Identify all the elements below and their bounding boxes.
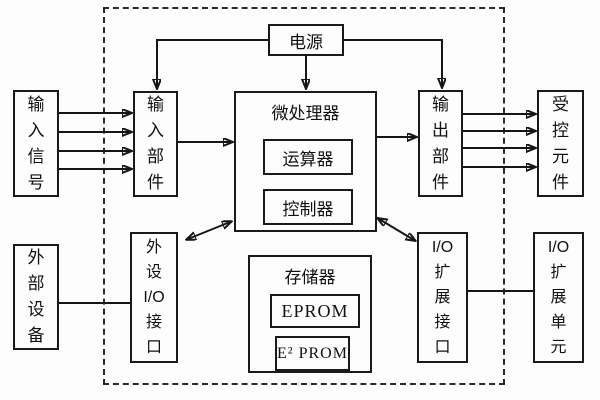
microprocessor-block: 微处理器 运算器 控制器 (234, 91, 377, 232)
power-feed-lines (157, 39, 442, 87)
memory-block: 存储器 EPROM E² PROM (248, 255, 372, 373)
controller-label: 控制器 (282, 199, 334, 219)
input-signal-arrows (59, 113, 130, 169)
memory-label: 存储器 (284, 268, 336, 287)
external-device-label: 外 部 设 备 (27, 248, 45, 345)
peripheral-io-interface-label: 外 设 I/O 接 口 (143, 239, 165, 356)
alu-block: 运算器 (263, 139, 353, 175)
e2prom-block: E² PROM (275, 336, 350, 371)
system-boundary-dashed-box (103, 7, 505, 385)
external-device-block: 外 部 设 备 (13, 244, 59, 350)
alu-label: 运算器 (282, 149, 334, 169)
io-expansion-unit-label: I/O 扩 展 单 元 (547, 239, 570, 356)
controlled-element-label: 受 控 元 件 (552, 94, 569, 192)
input-signal-block: 输 入 信 号 (13, 90, 59, 197)
controller-block: 控制器 (263, 189, 353, 225)
e2prom-label: E² PROM (277, 344, 348, 362)
io-expansion-interface-block: I/O 扩 展 接 口 (417, 232, 468, 363)
io-expansion-interface-label: I/O 扩 展 接 口 (431, 239, 454, 356)
input-unit-block: 输 入 部 件 (133, 91, 178, 197)
microprocessor-label: 微处理器 (271, 104, 340, 123)
peripheral-io-interface-block: 外 设 I/O 接 口 (130, 232, 178, 363)
power-supply-block: 电源 (268, 24, 344, 56)
plain-connections (59, 290, 533, 304)
cpu-bus-arrows (178, 137, 415, 240)
power-supply-label: 电源 (289, 32, 323, 52)
output-unit-block: 输 出 部 件 (418, 90, 463, 197)
output-signal-arrows (463, 114, 534, 167)
io-expansion-unit-block: I/O 扩 展 单 元 (533, 232, 584, 363)
input-signal-label: 输 入 信 号 (27, 94, 45, 192)
output-unit-label: 输 出 部 件 (432, 94, 449, 192)
eprom-label: EPROM (281, 300, 349, 321)
controlled-element-block: 受 控 元 件 (537, 90, 584, 197)
input-unit-label: 输 入 部 件 (147, 95, 164, 192)
eprom-block: EPROM (270, 294, 360, 328)
